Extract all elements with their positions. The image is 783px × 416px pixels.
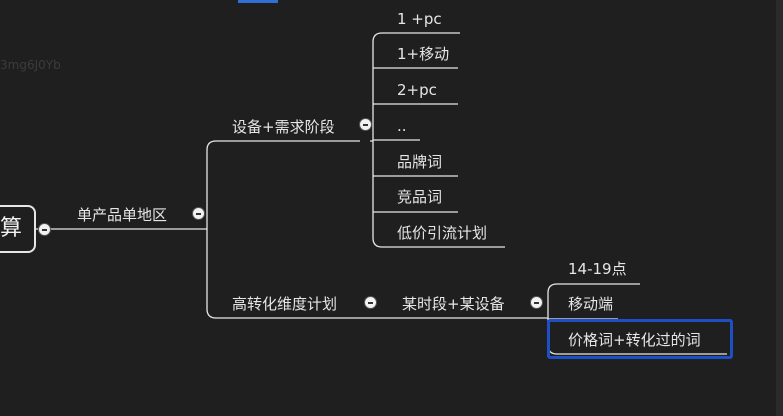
conversion-collapse-button[interactable] <box>364 296 377 309</box>
branch-collapse-button[interactable] <box>192 207 205 220</box>
node-competitor-words[interactable]: 竞品词 <box>397 188 443 206</box>
right-scroll-edge[interactable] <box>776 0 783 416</box>
node-time-device[interactable]: 某时段+某设备 <box>402 295 505 313</box>
node-price-converted-words[interactable]: 价格词+转化过的词 <box>568 331 701 349</box>
time-device-collapse-button[interactable] <box>530 296 543 309</box>
device-collapse-button[interactable] <box>359 118 372 131</box>
node-1-mobile[interactable]: 1+移动 <box>397 45 450 63</box>
node-high-conversion-plan[interactable]: 高转化维度计划 <box>232 295 338 313</box>
selected-node-outline <box>547 319 733 359</box>
root-node-box[interactable] <box>0 205 36 253</box>
root-collapse-button[interactable] <box>38 223 51 236</box>
watermark-text: 3mg6J0Yb <box>0 58 61 72</box>
node-14-19-hours[interactable]: 14-19点 <box>568 260 627 278</box>
root-node-label: 算 <box>0 216 23 241</box>
node-brand-words[interactable]: 品牌词 <box>397 153 443 171</box>
node-single-product-region[interactable]: 单产品单地区 <box>77 206 168 224</box>
node-mobile-end[interactable]: 移动端 <box>568 295 614 313</box>
node-low-price-plan[interactable]: 低价引流计划 <box>397 224 488 242</box>
connector-branch-bracket <box>190 140 545 319</box>
connector-device-bracket <box>370 32 505 248</box>
top-tab-indicator <box>238 0 278 3</box>
node-2-pc[interactable]: 2+pc <box>397 81 437 99</box>
node-1-pc[interactable]: 1 +pc <box>397 10 442 28</box>
node-ellipsis[interactable]: .. <box>397 117 407 135</box>
node-device-demand-stage[interactable]: 设备+需求阶段 <box>232 118 335 136</box>
